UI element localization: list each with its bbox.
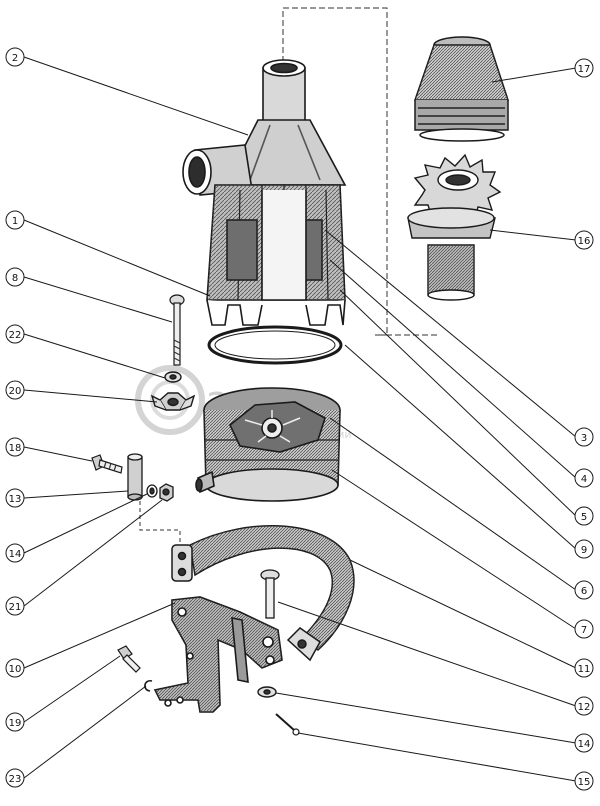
bracket-part-10 xyxy=(153,596,283,713)
spring-washer-part-14-upper xyxy=(146,484,158,498)
leader-lines xyxy=(23,56,577,782)
circlip-part-23 xyxy=(144,680,153,692)
callout-12: 12 xyxy=(574,696,594,716)
callout-18-label: 18 xyxy=(9,443,22,454)
callout-23-label: 23 xyxy=(9,774,22,785)
callout-9-label: 9 xyxy=(581,545,587,556)
callout-20: 20 xyxy=(5,380,25,400)
callout-16-label: 16 xyxy=(578,236,591,247)
callout-17-label: 17 xyxy=(578,64,591,75)
callout-9: 9 xyxy=(574,539,594,559)
callout-11-label: 11 xyxy=(578,664,591,675)
callout-14-upper: 14 xyxy=(5,543,25,563)
cotter-pin-part-15 xyxy=(275,713,300,736)
callout-21: 21 xyxy=(5,596,25,616)
callout-19-label: 19 xyxy=(9,718,22,729)
callout-16: 16 xyxy=(574,230,594,250)
washer-part-14-lower xyxy=(257,686,277,698)
callout-10-label: 10 xyxy=(9,664,22,675)
callout-14-lower-label: 14 xyxy=(578,739,591,750)
callout-8-label: 8 xyxy=(12,273,18,284)
callout-4: 4 xyxy=(574,468,594,488)
callout-4-label: 4 xyxy=(581,474,587,485)
callout-13-label: 13 xyxy=(9,494,22,505)
callout-20-label: 20 xyxy=(9,386,22,397)
callout-22-label: 22 xyxy=(9,330,22,341)
callout-12-label: 12 xyxy=(578,702,591,713)
cap-part-17 xyxy=(413,36,510,142)
sleeve-part-13 xyxy=(127,453,143,501)
callout-14-lower: 14 xyxy=(574,733,594,753)
callout-2: 2 xyxy=(5,47,25,67)
callout-10: 10 xyxy=(5,658,25,678)
callout-3-label: 3 xyxy=(581,433,587,444)
callout-1-label: 1 xyxy=(12,216,18,227)
callout-19: 19 xyxy=(5,712,25,732)
seal-ring-part-1 xyxy=(207,325,343,365)
wing-nut-part-20 xyxy=(150,392,196,411)
callout-15: 15 xyxy=(574,771,594,791)
callout-17: 17 xyxy=(574,58,594,78)
cyclone-body-part-2 xyxy=(182,59,347,326)
t-bolt-part-12 xyxy=(260,569,280,619)
callout-5-label: 5 xyxy=(581,512,587,523)
callout-11: 11 xyxy=(574,658,594,678)
callouts: 2 1 8 22 20 18 13 14 21 10 19 23 17 16 3… xyxy=(5,47,594,791)
callout-21-label: 21 xyxy=(9,602,22,613)
small-bolt-part-19 xyxy=(117,645,141,673)
callout-5: 5 xyxy=(574,506,594,526)
callout-7-label: 7 xyxy=(581,625,587,636)
callout-3: 3 xyxy=(574,427,594,447)
washer-part-22 xyxy=(164,371,182,383)
callout-2-label: 2 xyxy=(12,53,18,64)
clamp-band-part-11 xyxy=(171,524,355,662)
callout-18: 18 xyxy=(5,437,25,457)
callout-13: 13 xyxy=(5,488,25,508)
callout-22: 22 xyxy=(5,324,25,344)
callout-23: 23 xyxy=(5,768,25,788)
impeller-part-16 xyxy=(407,153,502,301)
nut-part-21 xyxy=(159,483,174,502)
callout-7: 7 xyxy=(574,619,594,639)
bowl-part-7 xyxy=(195,387,341,502)
callout-6: 6 xyxy=(574,580,594,600)
callout-15-label: 15 xyxy=(578,777,591,788)
callout-6-label: 6 xyxy=(581,586,587,597)
bolt-part-8 xyxy=(169,294,185,366)
callout-8: 8 xyxy=(5,267,25,287)
screw-part-18 xyxy=(91,454,123,474)
callout-14-upper-label: 14 xyxy=(9,549,22,560)
callout-1: 1 xyxy=(5,210,25,230)
